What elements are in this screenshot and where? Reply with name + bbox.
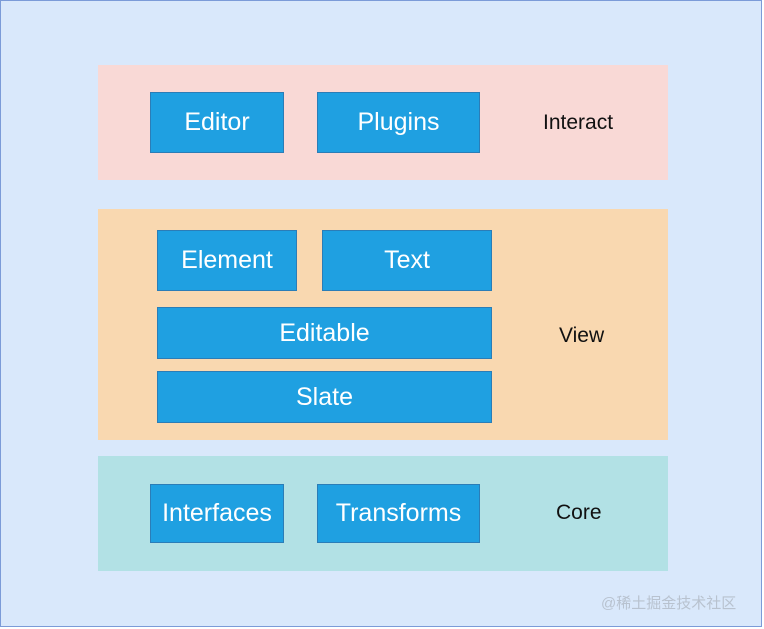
text-box: Text <box>322 230 492 291</box>
watermark: @稀土掘金技术社区 <box>601 595 737 612</box>
core-layer-label: Core <box>556 501 602 524</box>
transforms-box: Transforms <box>317 484 480 543</box>
plugins-box: Plugins <box>317 92 480 153</box>
interfaces-box: Interfaces <box>150 484 284 543</box>
view-layer-label: View <box>559 324 605 347</box>
slate-box: Slate <box>157 371 492 423</box>
editable-box: Editable <box>157 307 492 359</box>
element-box: Element <box>157 230 297 291</box>
interact-layer-label: Interact <box>543 111 614 134</box>
editor-box: Editor <box>150 92 284 153</box>
